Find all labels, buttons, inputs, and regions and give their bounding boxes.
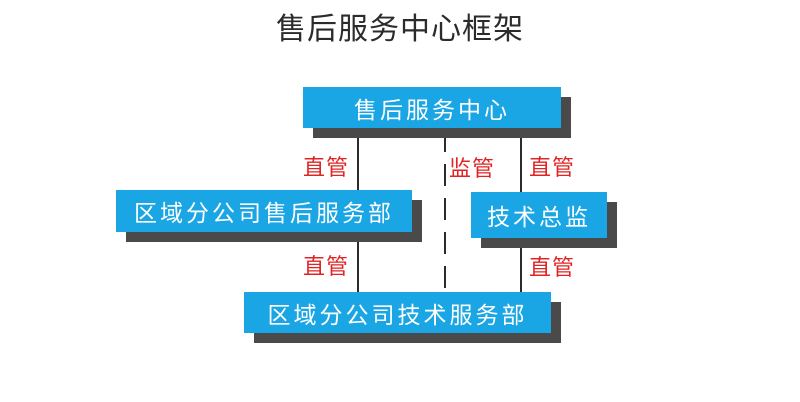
node-label: 区域分公司技术服务部 (244, 292, 551, 333)
node-regional-tech-service-dept: 区域分公司技术服务部 (244, 292, 561, 343)
node-regional-aftersales-dept: 区域分公司售后服务部 (116, 190, 422, 242)
node-label: 技术总监 (471, 192, 607, 238)
node-technical-director: 技术总监 (471, 192, 617, 248)
edge-label-direct-4: 直管 (529, 256, 576, 281)
edge-label-direct-2: 直管 (529, 156, 576, 181)
edge-label-supervise: 监管 (449, 157, 496, 182)
node-label: 区域分公司售后服务部 (116, 190, 412, 232)
edge-label-direct-1: 直管 (303, 156, 350, 181)
node-aftersales-center: 售后服务中心 (303, 87, 571, 138)
diagram-title: 售后服务中心框架 (276, 12, 524, 47)
node-label: 售后服务中心 (303, 87, 561, 128)
edge-label-direct-3: 直管 (303, 255, 350, 280)
